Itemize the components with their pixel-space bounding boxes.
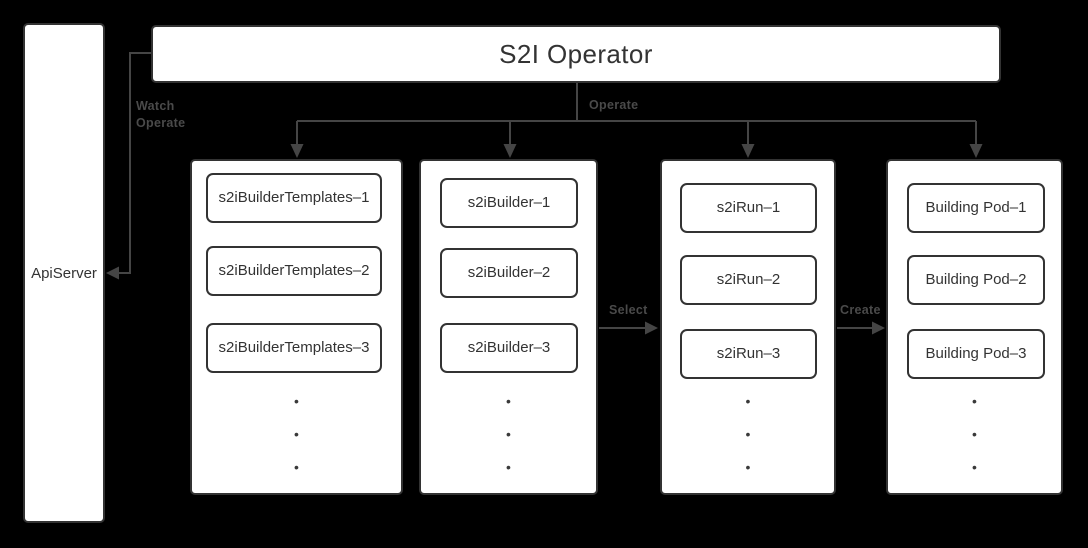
select-arrowhead-icon [645, 321, 658, 335]
node-s2ibuildertemplates-1: s2iBuilderTemplates–1 [206, 173, 382, 223]
watch-operate-arrowhead-icon [106, 266, 119, 280]
watch-operate-edge-label: Watch Operate [136, 99, 186, 130]
operate-edge-label: Operate [589, 98, 639, 112]
node-s2ibuildertemplates-2: s2iBuilderTemplates–2 [206, 246, 382, 296]
operate-connector [296, 83, 977, 146]
node-s2ibuilder-1: s2iBuilder–1 [440, 178, 578, 228]
create-edge-label: Create [840, 303, 881, 317]
node-s2ibuildertemplates-3: s2iBuilderTemplates–3 [206, 323, 382, 373]
node-s2irun-1: s2iRun–1 [680, 183, 817, 233]
column-building-pod: Building Pod–1 Building Pod–2 Building P… [886, 159, 1063, 495]
operate-arrowhead-col2-icon [503, 144, 517, 158]
node-building-pod-1: Building Pod–1 [907, 183, 1045, 233]
select-edge-label: Select [609, 303, 648, 317]
ellipsis-dots: • • • [506, 393, 511, 475]
ellipsis-dots: • • • [745, 393, 751, 475]
ellipsis-dots: • • • [972, 393, 977, 475]
node-building-pod-3: Building Pod–3 [907, 329, 1045, 379]
node-s2ibuilder-3: s2iBuilder–3 [440, 323, 578, 373]
node-s2irun-2: s2iRun–2 [680, 255, 817, 305]
watch-operate-connector [109, 52, 151, 274]
node-s2ibuilder-2: s2iBuilder–2 [440, 248, 578, 298]
node-building-pod-2: Building Pod–2 [907, 255, 1045, 305]
ellipsis-dots: • • • [294, 393, 299, 475]
operate-arrowhead-col4-icon [969, 144, 983, 158]
operate-arrowhead-col3-icon [741, 144, 755, 158]
column-s2ibuildertemplates: s2iBuilderTemplates–1 s2iBuilderTemplate… [190, 159, 403, 495]
operate-arrowhead-col1-icon [290, 144, 304, 158]
s2i-operator-node: S2I Operator [151, 25, 1001, 83]
column-s2ibuilder: s2iBuilder–1 s2iBuilder–2 s2iBuilder–3 •… [419, 159, 598, 495]
apiserver-node: ApiServer [23, 23, 105, 523]
node-s2irun-3: s2iRun–3 [680, 329, 817, 379]
create-arrowhead-icon [872, 321, 885, 335]
column-s2irun: s2iRun–1 s2iRun–2 s2iRun–3 • • • [660, 159, 836, 495]
